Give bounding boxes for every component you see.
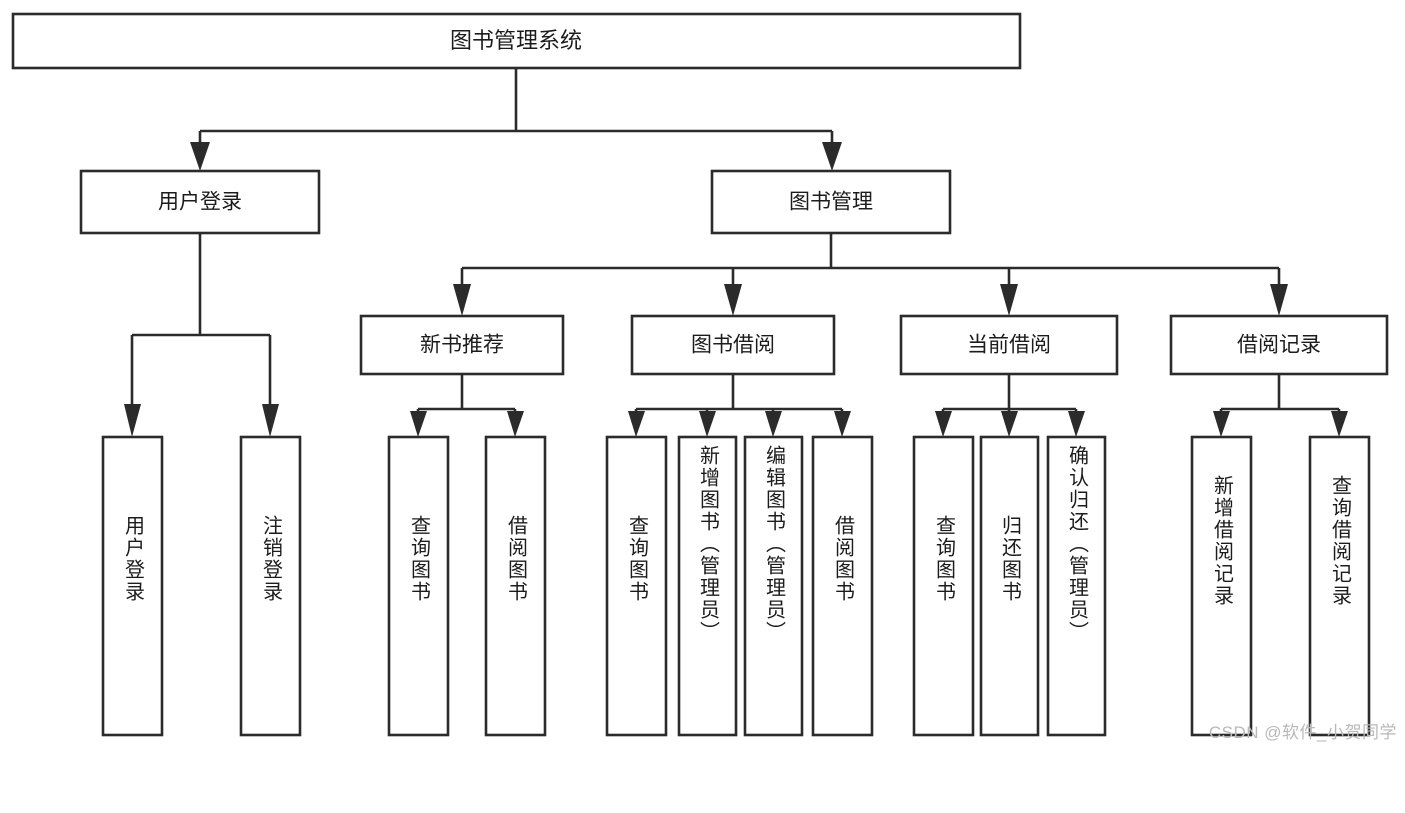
arrow-head-icon — [190, 142, 210, 171]
diagram-canvas: 图书管理系统 用户登录 图书管理 新书推荐 图书借阅 当前借阅 借阅记录 — [11, 12, 1389, 737]
leaf-box-confirm-return-admin[interactable] — [1046, 435, 1107, 737]
node-borrow-record[interactable]: 借阅记录 — [1169, 314, 1389, 376]
leaf-box-user-login[interactable] — [101, 435, 164, 737]
arrow-head-icon — [935, 411, 952, 437]
leaf-box-query-book-current[interactable] — [912, 435, 975, 737]
leaf-box-borrow-book[interactable] — [811, 435, 874, 737]
diagram-root: 图书管理系统 用户登录 图书管理 新书推荐 图书借阅 当前借阅 借阅记录 — [11, 12, 1397, 742]
node-current-borrow-label: 当前借阅 — [967, 334, 1051, 357]
arrow-head-icon — [834, 411, 851, 437]
arrow-head-icon — [453, 284, 471, 316]
node-user-login-label: 用户登录 — [158, 191, 242, 214]
leaf-box-group — [101, 435, 1371, 737]
node-root-system-box[interactable] — [11, 12, 1022, 70]
leaf-box-logout[interactable] — [239, 435, 302, 737]
leaf-box-borrow-book-new[interactable] — [484, 435, 547, 737]
node-new-book-recommend-label: 新书推荐 — [420, 334, 504, 357]
arrow-head-icon — [124, 404, 141, 437]
node-user-login-box[interactable] — [79, 169, 321, 235]
connector-group-book-manage — [453, 233, 1288, 316]
node-new-book-recommend-box[interactable] — [359, 314, 565, 376]
arrow-head-icon — [765, 411, 782, 437]
connector-group-root — [190, 68, 842, 171]
node-current-borrow-box[interactable] — [899, 314, 1119, 376]
arrow-head-icon — [262, 404, 279, 437]
node-current-borrow[interactable]: 当前借阅 — [899, 314, 1119, 376]
node-borrow-record-box[interactable] — [1169, 314, 1389, 376]
node-book-management-label: 图书管理 — [789, 191, 873, 214]
node-borrow-record-label: 借阅记录 — [1237, 334, 1321, 357]
arrow-head-icon — [1213, 411, 1230, 437]
leaf-box-add-book-admin[interactable] — [677, 435, 738, 737]
node-user-login[interactable]: 用户登录 — [79, 169, 321, 235]
leaf-box-query-book-new[interactable] — [387, 435, 450, 737]
leaf-box-edit-book-admin[interactable] — [743, 435, 804, 737]
arrow-head-icon — [628, 411, 645, 437]
watermark-text: CSDN @软件_小贺同学 — [1208, 723, 1397, 742]
arrow-head-icon — [699, 411, 716, 437]
node-book-borrow[interactable]: 图书借阅 — [630, 314, 836, 376]
arrow-head-icon — [507, 411, 524, 437]
node-new-book-recommend[interactable]: 新书推荐 — [359, 314, 565, 376]
connector-group-user-login — [124, 233, 279, 437]
leaf-box-add-borrow-record[interactable] — [1190, 435, 1253, 737]
arrow-head-icon — [1000, 284, 1018, 316]
node-root-system-label: 图书管理系统 — [450, 28, 582, 53]
arrow-head-icon — [822, 142, 842, 171]
arrow-head-icon — [410, 411, 427, 437]
leaf-box-query-book-borrow[interactable] — [605, 435, 668, 737]
arrow-head-icon — [1331, 411, 1348, 437]
connector-group-borrow-record — [1213, 374, 1348, 437]
arrow-head-icon — [1001, 411, 1018, 437]
node-book-borrow-label: 图书借阅 — [691, 334, 775, 357]
arrow-head-icon — [1270, 284, 1288, 316]
arrow-head-icon — [724, 284, 742, 316]
node-book-management-box[interactable] — [710, 169, 952, 235]
leaf-box-query-borrow-record[interactable] — [1308, 435, 1371, 737]
arrow-head-icon — [1068, 411, 1085, 437]
node-book-borrow-box[interactable] — [630, 314, 836, 376]
connector-group-book-borrow — [628, 374, 851, 437]
connector-group-new-book — [410, 374, 524, 437]
node-book-management[interactable]: 图书管理 — [710, 169, 952, 235]
connector-group-current-borrow — [935, 374, 1085, 437]
leaf-box-return-book[interactable] — [979, 435, 1040, 737]
node-root-system[interactable]: 图书管理系统 — [11, 12, 1022, 70]
